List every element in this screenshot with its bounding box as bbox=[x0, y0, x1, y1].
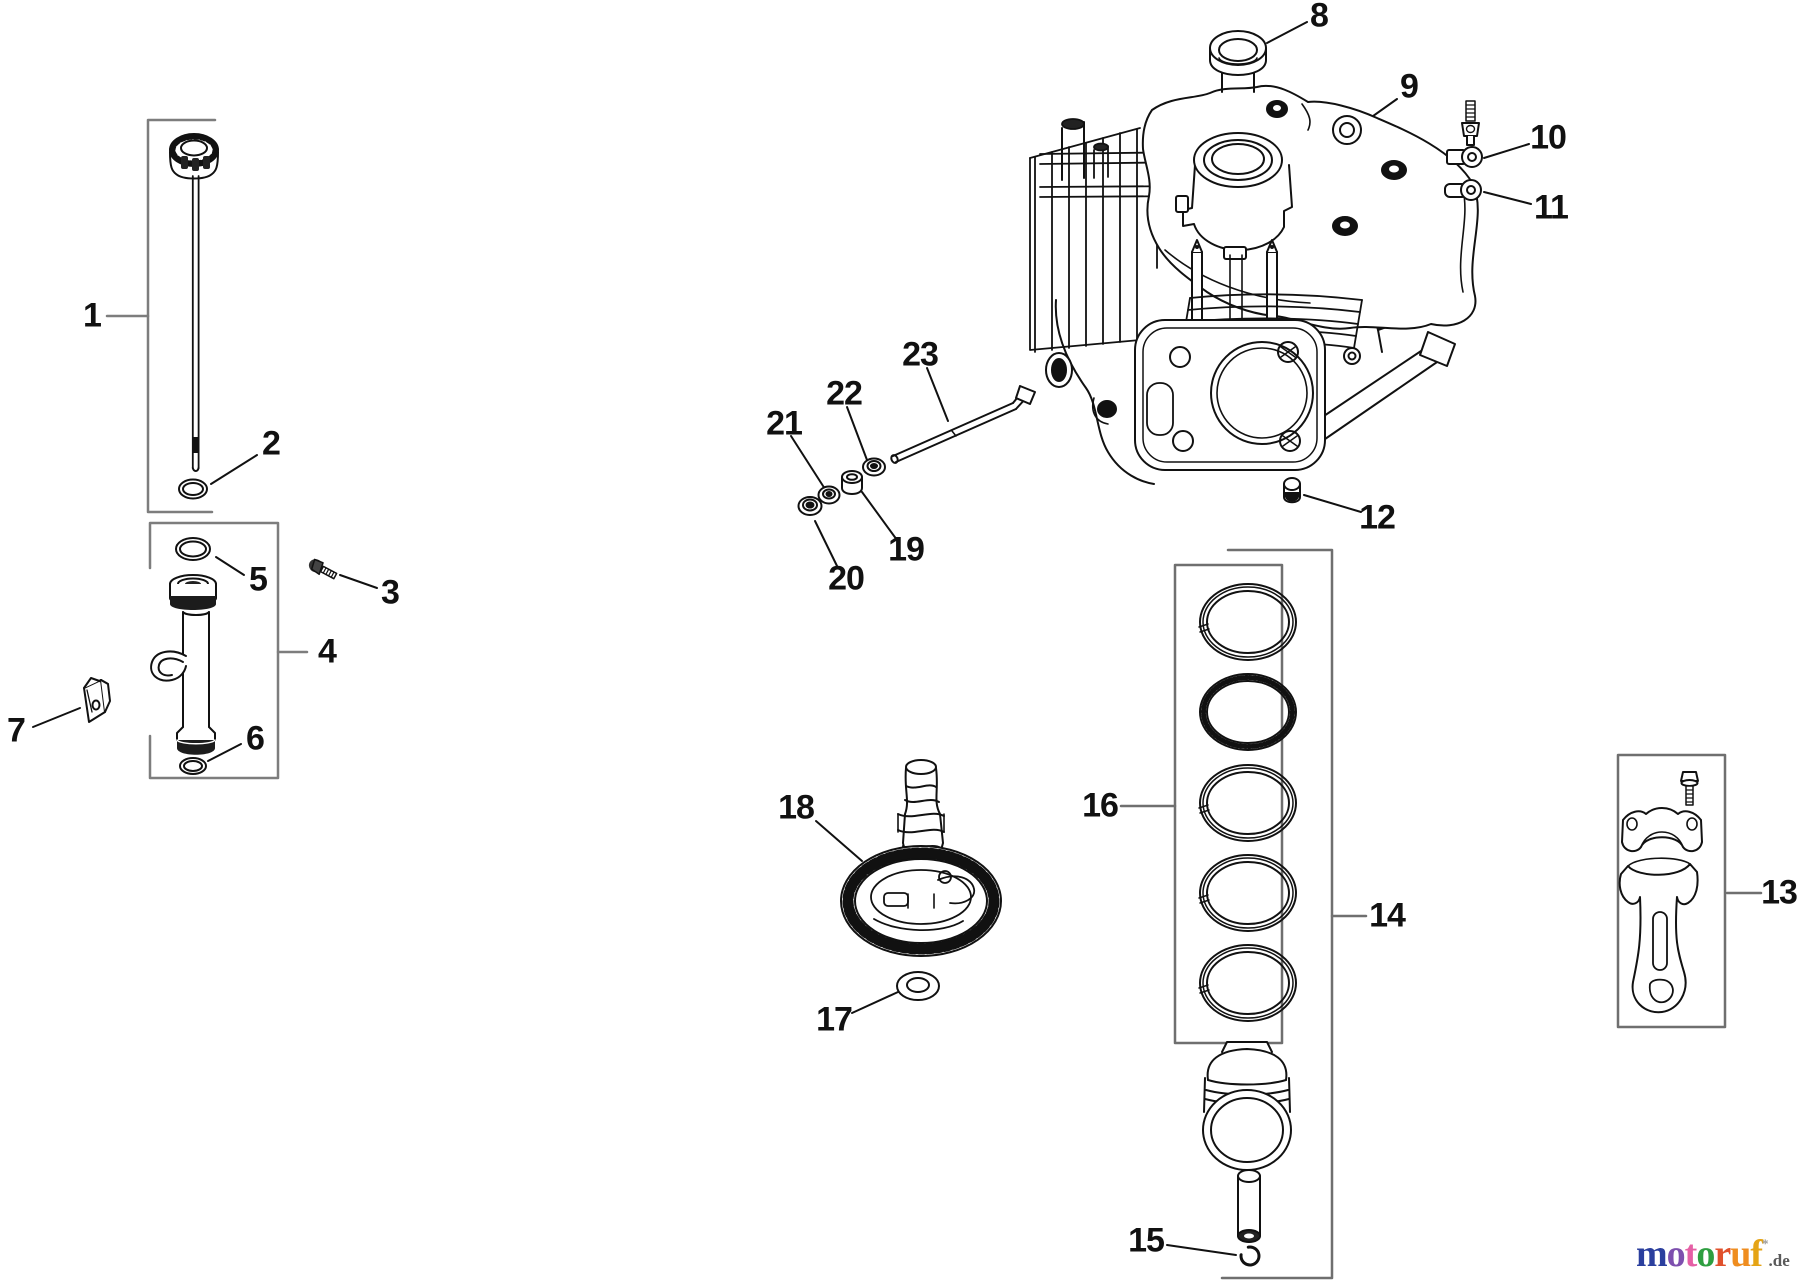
rod-bolt bbox=[1680, 771, 1699, 806]
part-label-9: 9 bbox=[1400, 67, 1419, 106]
part-label-14: 14 bbox=[1369, 896, 1406, 935]
dipstick-assembly bbox=[169, 133, 219, 500]
part-label-11: 11 bbox=[1534, 188, 1569, 227]
o-ring-6 bbox=[179, 757, 207, 775]
crankcase-lower-left bbox=[1045, 299, 1155, 485]
camshaft-gear-18 bbox=[840, 845, 1002, 957]
part-label-4: 4 bbox=[318, 632, 337, 671]
logo-suffix: .de bbox=[1768, 1251, 1790, 1270]
part-label-1: 1 bbox=[83, 296, 102, 335]
part-label-5: 5 bbox=[249, 560, 268, 599]
connecting-rod bbox=[1618, 857, 1699, 1014]
part-label-12: 12 bbox=[1359, 498, 1396, 537]
dipstick-rod bbox=[191, 175, 200, 472]
part-label-15: 15 bbox=[1128, 1221, 1165, 1260]
part-label-6: 6 bbox=[246, 719, 265, 758]
wrist-pin bbox=[1237, 1169, 1261, 1243]
rod-cap bbox=[1621, 807, 1703, 853]
cooling-fins bbox=[1029, 118, 1201, 353]
logo-mark: * bbox=[1761, 1236, 1769, 1251]
nut-20 bbox=[797, 496, 823, 516]
part-label-19: 19 bbox=[888, 530, 925, 569]
crankcase-block bbox=[1029, 57, 1479, 504]
washer-17 bbox=[896, 971, 940, 1001]
oil-seal-8 bbox=[1209, 30, 1267, 76]
fill-tube bbox=[150, 574, 217, 755]
fitting-bolt-10 bbox=[1461, 100, 1480, 146]
oil-pickup-tube-23 bbox=[890, 385, 1036, 464]
piston-assembly bbox=[1202, 1041, 1292, 1267]
callout-box-4 bbox=[148, 521, 309, 780]
cylinder-gasket-face bbox=[1134, 319, 1326, 471]
part-label-20: 20 bbox=[828, 559, 865, 598]
washer-22 bbox=[862, 457, 886, 477]
part-label-8: 8 bbox=[1310, 0, 1329, 35]
part-label-2: 2 bbox=[262, 424, 281, 463]
piston bbox=[1202, 1041, 1292, 1171]
callout-box-13 bbox=[1616, 753, 1763, 1029]
piston-ring-oil bbox=[1199, 673, 1297, 751]
logo-letter: o bbox=[1666, 1233, 1686, 1275]
dowel-pin-12 bbox=[1283, 477, 1301, 504]
o-ring-2 bbox=[178, 478, 208, 500]
oil-fill-tube-assembly bbox=[83, 537, 338, 775]
part-label-18: 18 bbox=[778, 788, 815, 827]
o-ring-5 bbox=[175, 537, 211, 561]
clamp-fitting-11 bbox=[1444, 179, 1482, 201]
part-label-16: 16 bbox=[1082, 786, 1119, 825]
callout-bracket-1 bbox=[105, 118, 217, 514]
spacer-19 bbox=[841, 470, 863, 495]
part-label-3: 3 bbox=[381, 573, 400, 612]
dipstick-cap bbox=[169, 133, 219, 180]
logo-letter: o bbox=[1696, 1233, 1715, 1275]
logo-word: motoruf bbox=[1636, 1233, 1763, 1275]
piston-ring bbox=[1198, 764, 1297, 842]
piston-ring-set-16 bbox=[1198, 583, 1297, 1022]
clamp-fitting-10 bbox=[1446, 146, 1483, 168]
piston-ring bbox=[1198, 854, 1297, 932]
washer-21 bbox=[817, 485, 841, 505]
part-label-22: 22 bbox=[826, 374, 863, 413]
bracket-7 bbox=[83, 677, 111, 723]
piston-ring bbox=[1198, 944, 1297, 1022]
oil-pickup-hardware bbox=[797, 385, 1036, 516]
retaining-ring-15 bbox=[1239, 1245, 1261, 1267]
motoruf-logo: motoruf*.de bbox=[1636, 1233, 1790, 1276]
connecting-rod-assembly bbox=[1618, 771, 1703, 1014]
logo-letter: u bbox=[1730, 1233, 1751, 1275]
logo-letter: r bbox=[1714, 1233, 1731, 1275]
part-label-7: 7 bbox=[7, 711, 26, 750]
logo-letter: m bbox=[1636, 1233, 1668, 1275]
camshaft-assembly bbox=[840, 759, 1002, 1001]
piston-ring bbox=[1198, 583, 1297, 661]
logo-letter: f bbox=[1750, 1233, 1763, 1275]
part-label-13: 13 bbox=[1761, 873, 1798, 912]
logo-letter: t bbox=[1684, 1233, 1698, 1275]
bolt-3 bbox=[308, 558, 338, 580]
part-label-23: 23 bbox=[902, 335, 939, 374]
part-label-10: 10 bbox=[1530, 118, 1567, 157]
part-label-21: 21 bbox=[766, 404, 803, 443]
part-label-17: 17 bbox=[816, 1000, 853, 1039]
callout-bracket-14 bbox=[1220, 548, 1368, 1280]
